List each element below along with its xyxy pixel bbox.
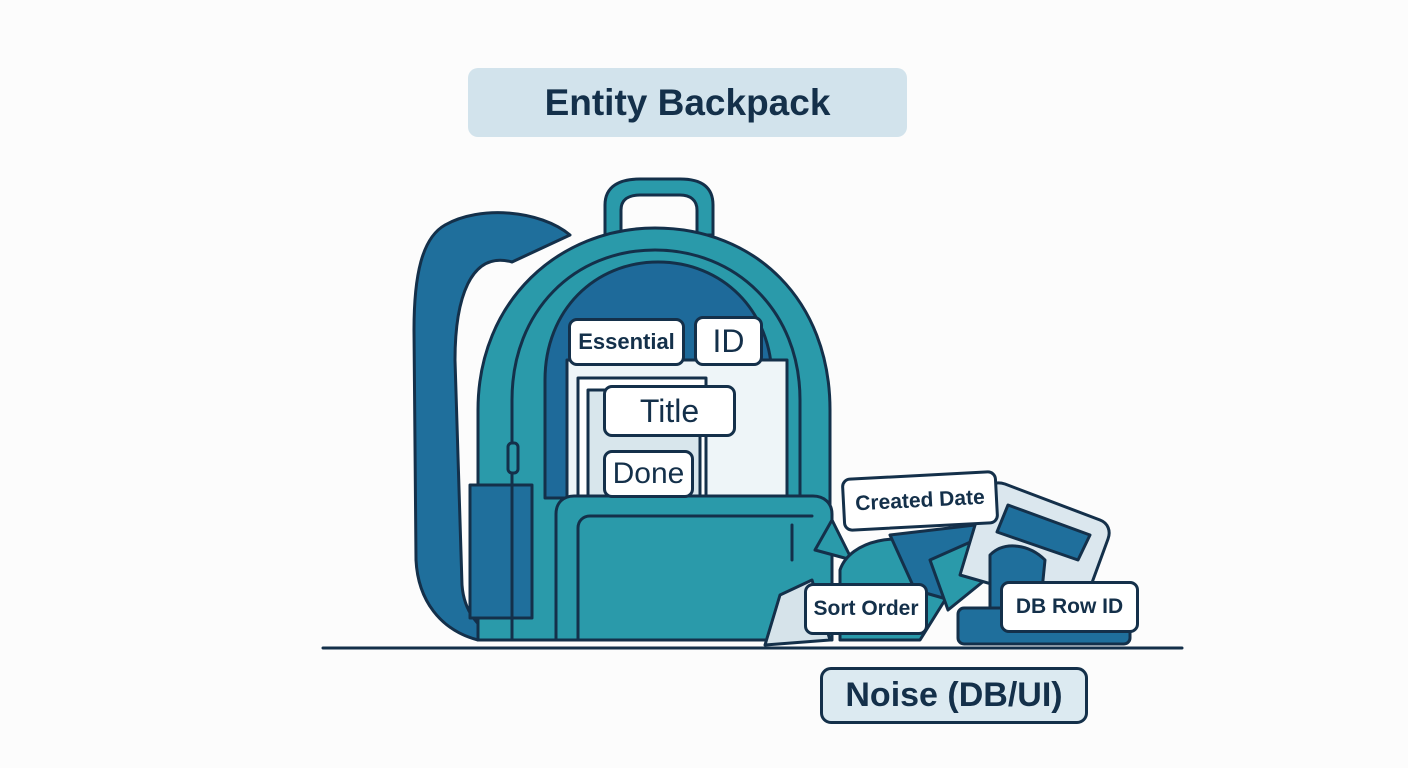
tag-title: Title	[603, 385, 736, 437]
tag-done: Done	[603, 450, 694, 498]
tag-essential: Essential	[568, 318, 685, 366]
backpack-strap	[412, 211, 572, 642]
noise-caption: Noise (DB/UI)	[820, 667, 1088, 724]
tag-created-date: Created Date	[840, 469, 1000, 533]
diagram-title: Entity Backpack	[468, 68, 907, 137]
tag-id: ID	[694, 316, 763, 366]
tag-db-row-id: DB Row ID	[1000, 581, 1139, 633]
backpack-front-pocket	[554, 494, 834, 642]
tag-sort-order: Sort Order	[804, 583, 928, 635]
